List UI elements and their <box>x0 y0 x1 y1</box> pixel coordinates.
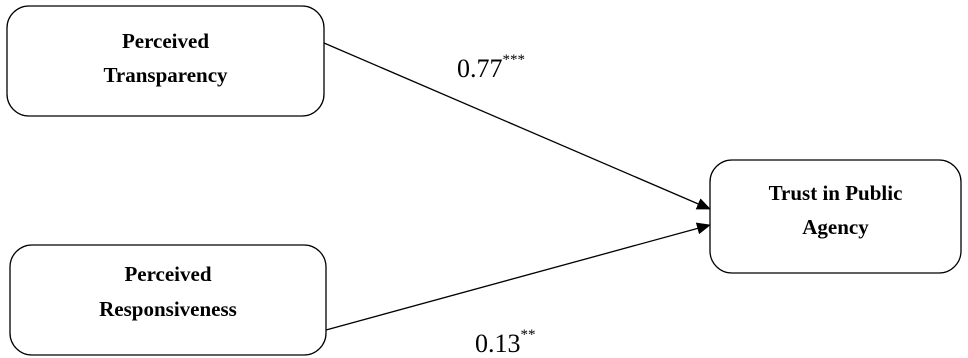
path-transparency-to-trust-coefficient: 0.77 <box>457 54 503 83</box>
node-trust-in-public-agency: Trust in Public Agency <box>709 159 962 274</box>
path-responsiveness-to-trust-significance: ** <box>521 327 536 343</box>
node-perceived-transparency-label-line2: Transparency <box>103 63 228 87</box>
path-responsiveness-to-trust-label: 0.13** <box>475 327 536 358</box>
node-perceived-responsiveness-label-line1: Perceived <box>124 262 211 286</box>
node-perceived-responsiveness: Perceived Responsiveness <box>9 244 327 356</box>
path-transparency-to-trust-arrow <box>323 42 711 210</box>
node-trust-in-public-agency-label-line1: Trust in Public <box>769 181 903 205</box>
path-transparency-to-trust-significance: *** <box>503 52 526 68</box>
node-perceived-transparency-box <box>6 5 325 117</box>
node-perceived-responsiveness-label-line2: Responsiveness <box>99 297 237 321</box>
node-trust-in-public-agency-label-line2: Agency <box>802 215 869 239</box>
node-perceived-transparency: Perceived Transparency <box>6 5 325 117</box>
path-responsiveness-to-trust-arrow <box>325 222 711 331</box>
node-perceived-responsiveness-box <box>9 244 327 356</box>
path-transparency-to-trust-label: 0.77*** <box>457 52 525 83</box>
path-responsiveness-to-trust-coefficient: 0.13 <box>475 329 521 358</box>
node-perceived-transparency-label-line1: Perceived <box>122 29 209 53</box>
node-trust-in-public-agency-box <box>709 159 962 274</box>
